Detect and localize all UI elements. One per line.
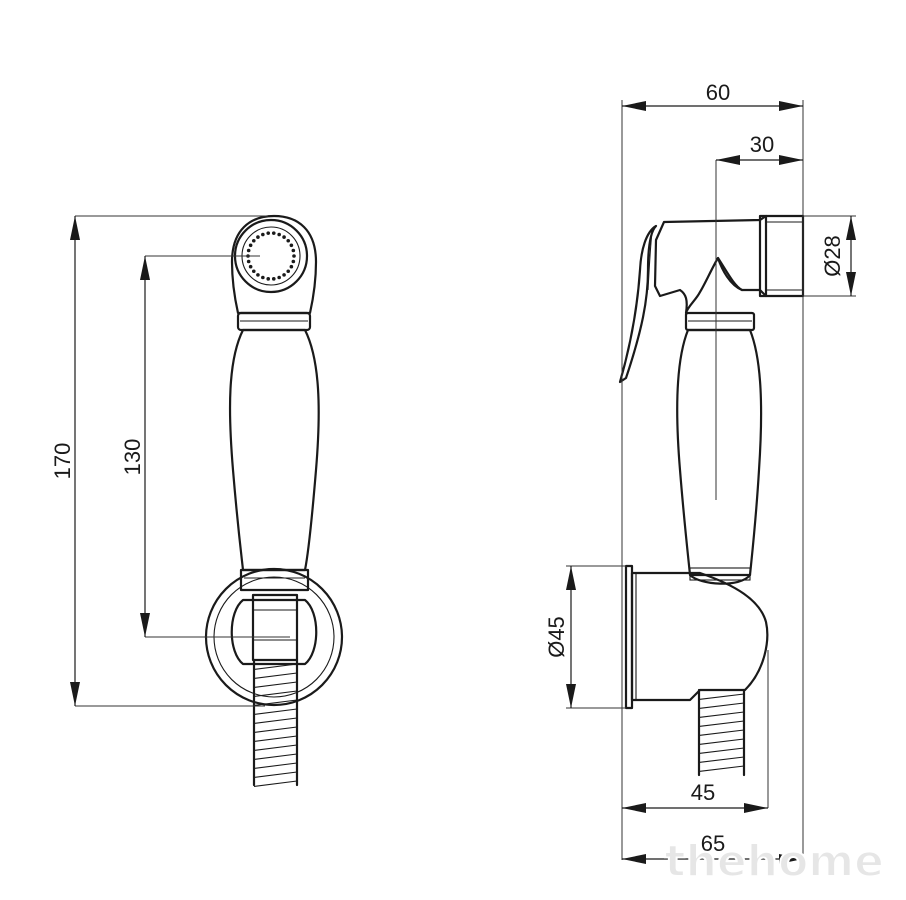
nozzle-hole bbox=[266, 231, 271, 235]
dim-30: 30 bbox=[750, 132, 774, 157]
front-handle bbox=[228, 328, 320, 572]
nozzle-hole bbox=[282, 273, 286, 277]
nozzle-hole bbox=[277, 232, 281, 237]
nozzle-hole bbox=[286, 269, 291, 274]
nozzle-hole bbox=[282, 235, 286, 239]
nozzle-hole bbox=[291, 259, 296, 264]
side-hose bbox=[697, 688, 746, 777]
hose-coil bbox=[698, 765, 745, 772]
side-lever bbox=[618, 224, 658, 384]
hose-coil bbox=[253, 753, 298, 760]
hose-coil bbox=[253, 708, 298, 715]
hose-coil bbox=[698, 756, 745, 763]
dim-170: 170 bbox=[50, 443, 75, 480]
hose-coil bbox=[698, 720, 745, 727]
nozzle-hole bbox=[271, 277, 276, 281]
side-view: 60 30 Ø28 Ø45 45 65 bbox=[544, 80, 856, 864]
side-head bbox=[653, 214, 768, 315]
nozzle-hole bbox=[261, 232, 265, 237]
nozzle-hole bbox=[246, 259, 251, 264]
nozzle-hole bbox=[291, 248, 296, 253]
nozzle-hole bbox=[289, 243, 294, 248]
hose-coil bbox=[253, 726, 298, 733]
side-collar bbox=[684, 311, 756, 332]
nozzle-hole bbox=[248, 264, 253, 269]
nozzle-hole bbox=[251, 238, 256, 243]
nozzle-hole bbox=[256, 235, 260, 239]
front-hose bbox=[252, 658, 299, 787]
dim-45: 45 bbox=[691, 780, 715, 805]
side-wall-holder bbox=[624, 564, 769, 710]
nozzle-hole bbox=[289, 264, 294, 269]
nozzle-hole bbox=[261, 275, 265, 280]
nozzle-hole bbox=[246, 248, 251, 253]
nozzle-hole bbox=[286, 238, 291, 243]
hose-coil bbox=[253, 762, 298, 769]
hose-coil bbox=[253, 735, 298, 742]
dim-diameter-45: Ø45 bbox=[544, 616, 569, 658]
nozzle-hole bbox=[292, 254, 296, 258]
nozzle-hole bbox=[251, 269, 256, 274]
hose-coil bbox=[253, 744, 298, 751]
dim-60: 60 bbox=[706, 80, 730, 105]
hose-coil bbox=[253, 717, 298, 724]
front-spray-head bbox=[230, 214, 318, 315]
hose-coil bbox=[253, 681, 298, 688]
hose-coil bbox=[698, 738, 745, 745]
hose-coil bbox=[698, 729, 745, 736]
hose-coil bbox=[698, 747, 745, 754]
hose-coil bbox=[253, 771, 298, 778]
hose-coil bbox=[253, 780, 298, 787]
dim-65: 65 bbox=[701, 831, 725, 856]
nozzle-hole bbox=[266, 277, 271, 281]
nozzle-hole bbox=[277, 275, 281, 280]
dim-130: 130 bbox=[120, 439, 145, 476]
hose-coil bbox=[698, 711, 745, 718]
hose-coil bbox=[698, 702, 745, 709]
hose-coil bbox=[698, 693, 745, 700]
nozzle-hole bbox=[271, 231, 276, 235]
nozzle-hole bbox=[248, 243, 253, 248]
dim-diameter-28: Ø28 bbox=[820, 235, 845, 277]
watermark-logo: thehome bbox=[665, 836, 884, 887]
front-view: 170 130 bbox=[50, 214, 344, 787]
hose-coil bbox=[253, 672, 298, 679]
nozzle-hole bbox=[256, 273, 260, 277]
side-handle bbox=[676, 328, 763, 577]
